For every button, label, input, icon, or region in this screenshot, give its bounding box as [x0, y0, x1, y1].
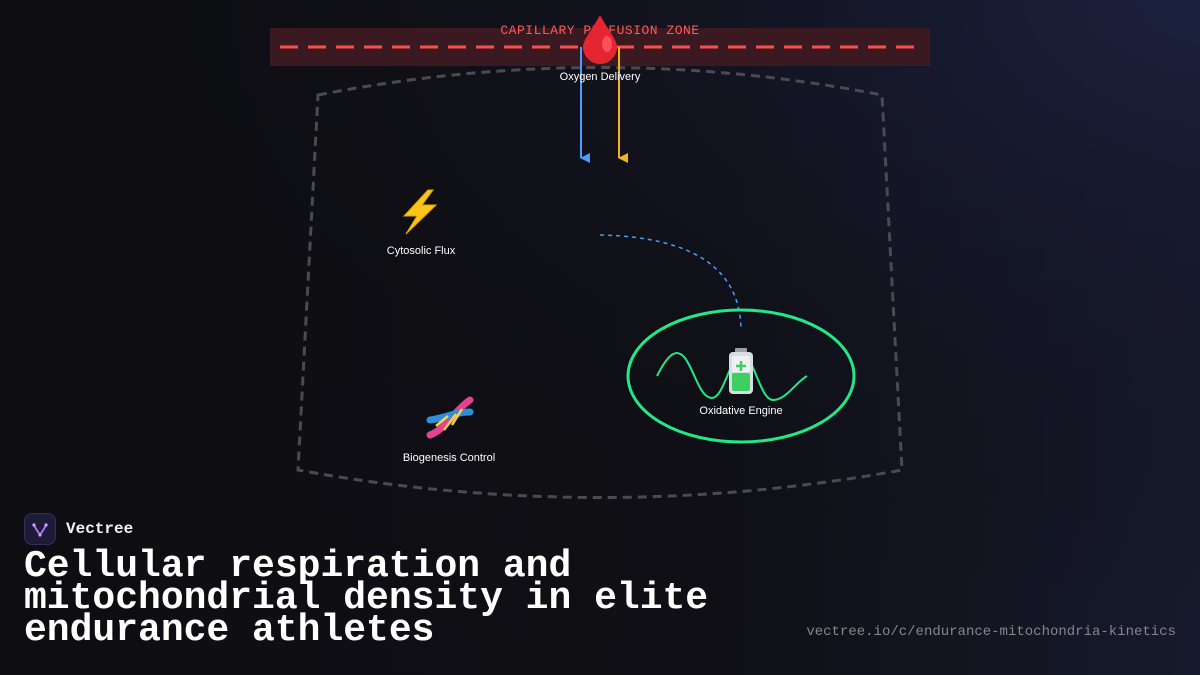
cytosolic-flux-label: Cytosolic Flux [387, 245, 456, 257]
source-url[interactable]: vectree.io/c/endurance-mitochondria-kine… [806, 624, 1176, 640]
flux-pathway-curve [599, 234, 742, 331]
brand-name: Vectree [66, 520, 134, 538]
node-oxygen-delivery: Oxygen Delivery [560, 15, 641, 83]
engine-membrane-wave [656, 352, 808, 402]
oxidative-engine-label: Oxidative Engine [699, 405, 782, 417]
node-cytosolic-flux: Cytosolic Flux [387, 189, 456, 257]
engine-ring [626, 308, 856, 444]
page-title: Cellular respiration and mitochondrial d… [24, 545, 709, 652]
node-oxidative-engine: Oxidative Engine [626, 308, 856, 444]
node-biogenesis-control: Biogenesis Control [403, 396, 495, 464]
blood-drop-icon [583, 15, 617, 64]
battery-icon [729, 348, 753, 394]
cell-membrane [296, 66, 904, 499]
biogenesis-control-label: Biogenesis Control [403, 452, 495, 464]
dna-icon [426, 396, 474, 439]
oxygen-delivery-label: Oxygen Delivery [560, 71, 641, 83]
vectree-logo-icon [24, 513, 56, 545]
brand: Vectree [24, 512, 133, 546]
lightning-icon [402, 189, 438, 235]
